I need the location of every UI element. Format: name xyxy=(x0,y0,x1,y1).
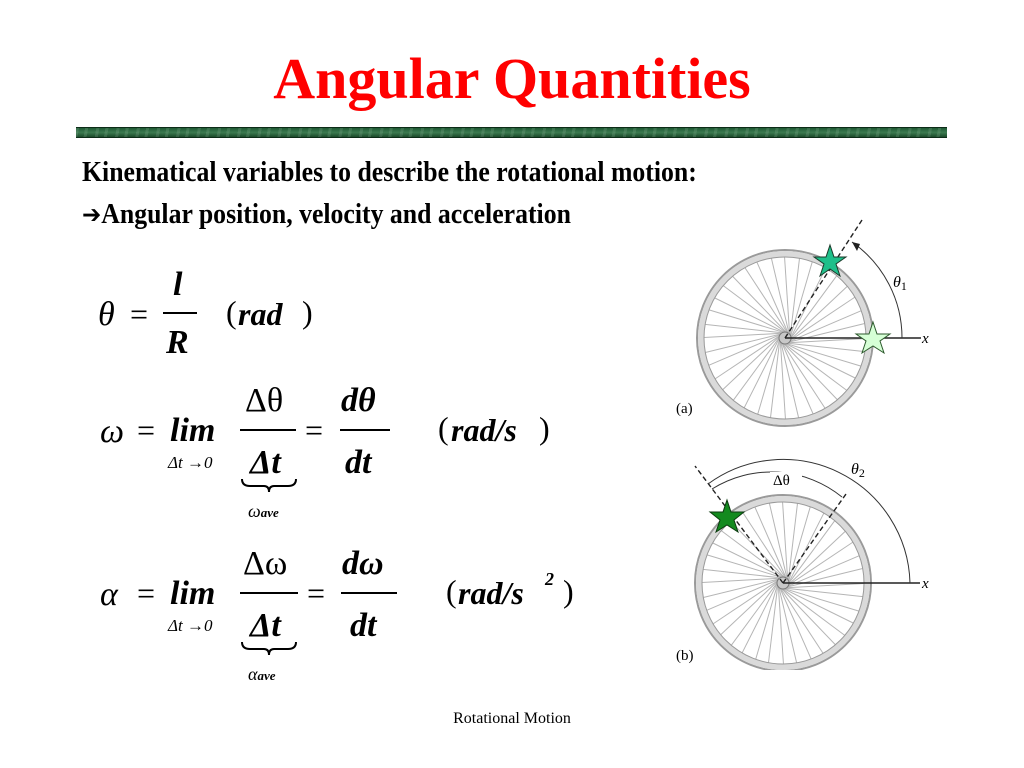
figure-a-label: (a) xyxy=(676,401,693,417)
underbrace-icon xyxy=(241,478,297,493)
theta2-subscript: 2 xyxy=(859,466,865,480)
unit-paren-open: ( xyxy=(438,410,449,446)
intro-text: Kinematical variables to describe the ro… xyxy=(82,152,697,236)
denominator-dt: dt xyxy=(345,444,372,481)
slide-title: Angular Quantities xyxy=(273,46,751,111)
fraction-bar xyxy=(163,312,197,314)
alpha-ave-label: αave xyxy=(248,665,276,683)
lim-subscript: Δt →0 xyxy=(168,453,213,472)
unit-paren-close: ) xyxy=(539,410,550,446)
figure-b-label: (b) xyxy=(676,648,694,664)
wheel-spokes xyxy=(701,501,865,665)
omega-ave-label: ωave xyxy=(248,502,279,520)
denominator-dt: dt xyxy=(350,607,377,644)
arrow-right-icon: ➔ xyxy=(82,200,102,229)
star-icon xyxy=(812,243,848,278)
lim-operator: lim xyxy=(170,412,216,449)
x-axis-label: x xyxy=(921,331,929,347)
unit-exponent: 2 xyxy=(545,569,554,589)
equals-sign: = xyxy=(137,575,156,611)
slide-footer: Rotational Motion xyxy=(453,710,571,727)
omega-ave-symbol: ω xyxy=(248,501,261,521)
equals-sign: = xyxy=(137,412,156,448)
unit-paren-open: ( xyxy=(446,573,457,609)
wheel-spokes xyxy=(703,256,867,420)
numerator-d-omega: dω xyxy=(342,545,384,582)
theta1-subscript: 1 xyxy=(901,279,907,293)
intro-line-1: Kinematical variables to describe the ro… xyxy=(82,157,697,188)
star-icon xyxy=(708,498,746,534)
intro-line-2: ➔Angular position, velocity and accelera… xyxy=(82,194,697,236)
delta-theta-label: Δθ xyxy=(773,473,790,489)
fraction-bar-2 xyxy=(340,429,390,431)
alpha-ave-subscript: ave xyxy=(257,668,276,683)
fraction-bar xyxy=(240,592,298,594)
unit-rad: rad xyxy=(238,296,283,332)
theta2-symbol: θ xyxy=(851,461,859,478)
theta1-symbol: θ xyxy=(893,274,901,291)
wheel-figure-b: x Δθ θ2 (b) xyxy=(676,458,929,670)
lim-operator: lim xyxy=(170,575,216,612)
unit-paren-close: ) xyxy=(302,294,313,330)
equals-sign: = xyxy=(130,296,149,332)
equals-sign-2: = xyxy=(307,575,326,611)
unit-paren-close: ) xyxy=(563,573,574,609)
denominator-delta-t: Δt xyxy=(250,444,281,481)
intro-line-2-text: Angular position, velocity and accelerat… xyxy=(101,199,571,230)
numerator-delta-theta: Δθ xyxy=(245,382,284,419)
denominator-radius: R xyxy=(166,324,189,361)
wheel-figure-a: x θ1 (a) xyxy=(676,219,929,427)
alpha-symbol: α xyxy=(100,576,118,613)
unit-paren-open: ( xyxy=(226,294,237,330)
x-axis-label: x xyxy=(921,576,929,592)
title-divider xyxy=(76,127,947,138)
omega-ave-subscript: ave xyxy=(260,505,279,520)
fraction-bar-2 xyxy=(341,592,397,594)
numerator-arc-length: l xyxy=(173,266,183,303)
star-icon xyxy=(854,320,892,355)
omega-symbol: ω xyxy=(100,413,125,450)
theta2-label: θ2 xyxy=(851,461,865,480)
lim-subscript: Δt →0 xyxy=(168,616,213,635)
fraction-bar xyxy=(240,429,296,431)
theta1-label: θ1 xyxy=(893,274,907,293)
denominator-delta-t: Δt xyxy=(250,607,281,644)
alpha-ave-symbol: α xyxy=(248,664,258,684)
numerator-d-theta: dθ xyxy=(341,382,376,419)
unit-rad-per-s: rad/s xyxy=(451,412,517,448)
underbrace-icon xyxy=(241,641,297,656)
unit-rad-per-s: rad/s xyxy=(458,575,524,611)
numerator-delta-omega: Δω xyxy=(243,545,288,582)
theta-symbol: θ xyxy=(98,296,115,333)
equals-sign-2: = xyxy=(305,412,324,448)
